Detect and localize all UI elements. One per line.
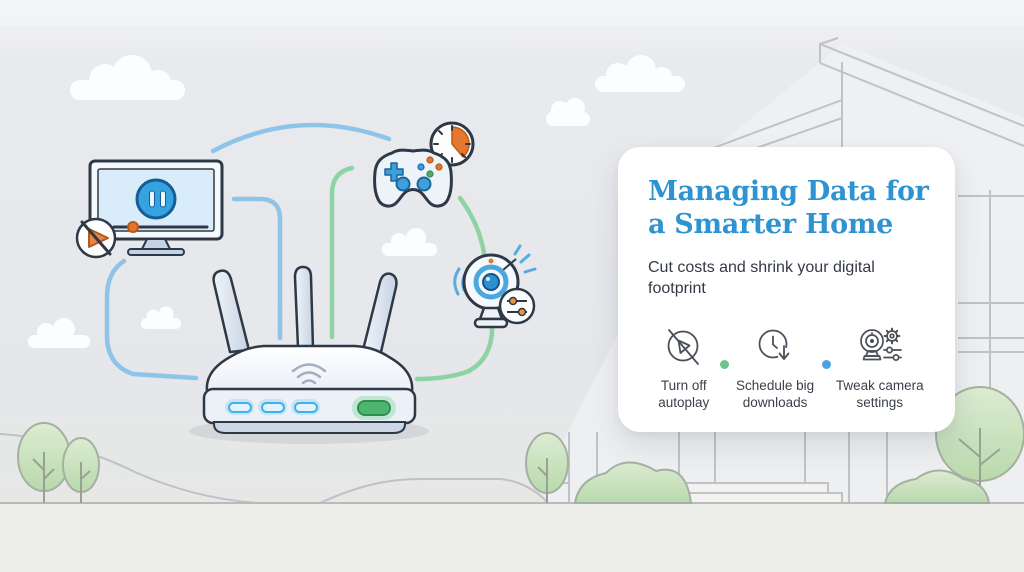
cloud <box>70 55 185 100</box>
router-base <box>213 421 406 434</box>
webcam-base <box>473 317 509 329</box>
tree <box>525 432 569 503</box>
timer-clock-badge <box>429 121 475 167</box>
router-wifi-icon <box>291 363 327 385</box>
webcam-neck <box>478 306 504 321</box>
camera-settings-icon <box>856 323 904 371</box>
card-title-line1: Managing Data for <box>648 176 929 207</box>
info-card: Managing Data for a Smarter Home Cut cos… <box>618 147 955 432</box>
cloud <box>141 306 181 329</box>
game-controller-icon <box>373 121 475 208</box>
tree <box>935 386 1024 503</box>
tip-label: Tweak camera settings <box>835 378 924 411</box>
schedule-downloads-icon <box>753 323 797 371</box>
webcam-icon <box>453 244 537 329</box>
webcam-lens <box>482 273 500 291</box>
wifi-router-icon <box>189 265 429 444</box>
tips-row: Turn off autoplay Schedule big downloads <box>648 323 929 412</box>
bush <box>573 461 991 504</box>
line-controller-to-router <box>329 165 355 340</box>
ground <box>0 503 1024 572</box>
cloud <box>382 228 437 256</box>
router-antennas <box>212 265 398 354</box>
tip-turn-off-autoplay: Turn off autoplay <box>648 323 720 412</box>
power-button <box>352 396 396 420</box>
sliders-settings-badge <box>498 287 536 325</box>
tv-paused-video-icon <box>75 159 224 259</box>
line-tv-to-router <box>231 196 283 341</box>
cloud <box>546 98 590 126</box>
cloud <box>28 318 90 348</box>
card-subtitle: Cut costs and shrink your digital footpr… <box>648 258 875 297</box>
line-badge-to-router <box>104 258 199 381</box>
line-tv-to-controller <box>210 122 392 154</box>
card-title: Managing Data for a Smarter Home <box>648 176 929 242</box>
pause-button-icon <box>135 178 177 220</box>
tip-label: Turn off autoplay <box>658 378 710 411</box>
connection-lines <box>104 122 495 382</box>
dot-separator-blue <box>821 360 831 370</box>
tv-stand <box>140 238 172 250</box>
top-light-band <box>0 0 1024 26</box>
tip-label: Schedule big downloads <box>736 378 815 411</box>
cloud <box>595 55 685 92</box>
progress-handle <box>127 221 139 233</box>
autoplay-off-icon <box>662 323 706 371</box>
tree <box>62 437 100 503</box>
webcam-led <box>488 258 494 264</box>
status-leds <box>225 399 320 415</box>
clouds <box>28 55 685 348</box>
tip-schedule-downloads: Schedule big downloads <box>729 323 822 412</box>
trees <box>17 386 1024 504</box>
router-top <box>205 344 414 396</box>
autoplay-blocked-badge <box>75 217 117 259</box>
webcam-lens-ring <box>473 264 509 300</box>
card-title-line2: a Smarter Home <box>648 208 894 240</box>
dot-separator-green <box>719 360 729 370</box>
tip-tweak-camera-settings: Tweak camera settings <box>831 323 929 412</box>
